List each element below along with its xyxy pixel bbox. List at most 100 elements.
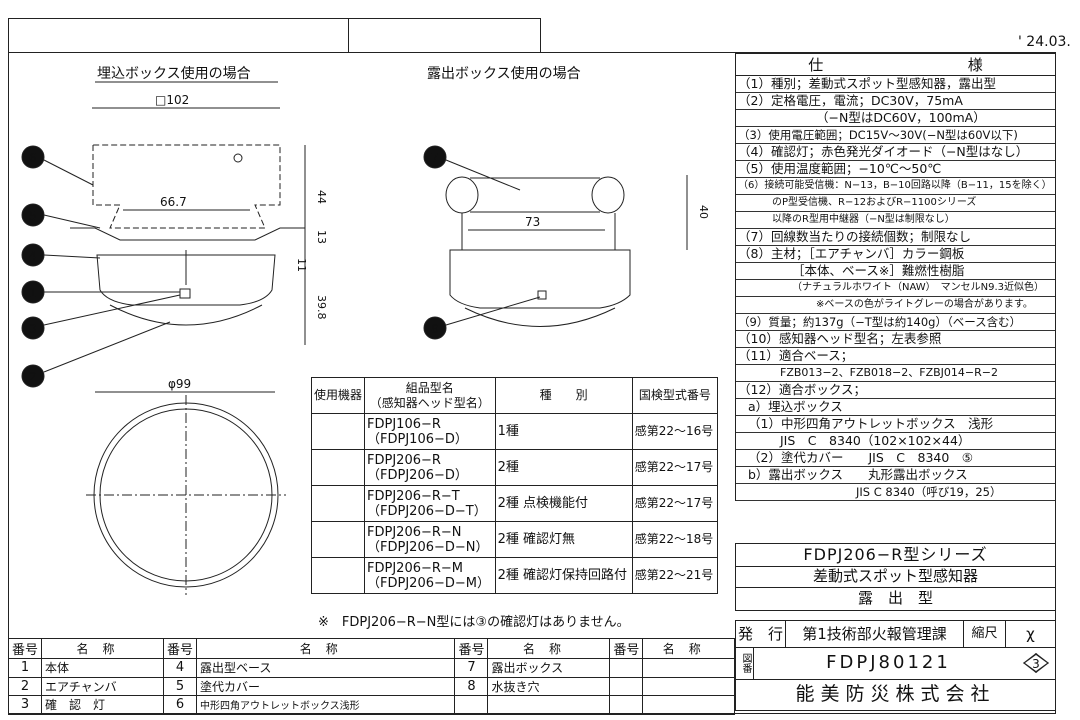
col-header: 番号 bbox=[162, 638, 197, 659]
model: FDPJ206−R（FDPJ206−D） bbox=[364, 449, 496, 486]
part-no: 1 bbox=[7, 658, 43, 678]
svg-text:13: 13 bbox=[315, 230, 328, 244]
top-strip-left bbox=[8, 18, 349, 53]
table-row: FDPJ206−R−T（FDPJ206−D−T）2種 点検機能付感第22～17号 bbox=[310, 485, 719, 522]
revision-date: ' 24.03. bbox=[1018, 34, 1071, 50]
svg-text:8: 8 bbox=[431, 322, 439, 336]
revision-number: 3 bbox=[1025, 655, 1047, 671]
spec-row: （6）接続可能受信機：N−13，B−10回路以降（B−11，15を除く） bbox=[736, 178, 1055, 195]
col-header: 番号 bbox=[609, 638, 644, 659]
table-row: FDPJ206−R−M（FDPJ206−D−M）2種 確認灯保持回路付感第22～… bbox=[310, 557, 719, 594]
device bbox=[310, 449, 366, 486]
col-header: 名称 bbox=[642, 638, 735, 659]
part-no: 7 bbox=[454, 658, 489, 678]
table-row: FDPJ206−R（FDPJ206−D）2種感第22～17号 bbox=[310, 449, 719, 486]
spec-row: のP型受信機、R−12およびR−1100シリーズ bbox=[736, 195, 1055, 212]
part-name bbox=[642, 695, 735, 715]
device bbox=[310, 485, 366, 522]
embedded-title: 埋込ボックス使用の場合 bbox=[97, 65, 251, 82]
svg-text:φ99: φ99 bbox=[168, 377, 191, 391]
svg-text:6: 6 bbox=[29, 151, 37, 165]
svg-text:66.7: 66.7 bbox=[160, 195, 187, 209]
top-strip-mid bbox=[348, 18, 541, 53]
col-header: 名称 bbox=[41, 638, 164, 659]
svg-text:7: 7 bbox=[431, 151, 439, 165]
spec-row: （7）回線数当たりの接続個数；制限なし bbox=[736, 229, 1055, 246]
spec-row: （ナチュラルホワイト（NAW） マンセルN9.3近似色） bbox=[736, 280, 1055, 297]
scale-label: 縮尺 bbox=[964, 621, 1006, 647]
cert: 感第22～21号 bbox=[631, 557, 719, 594]
svg-text:40: 40 bbox=[697, 205, 710, 219]
part-balloons: 6 5 4 1 3 2 7 8 bbox=[21, 145, 447, 388]
type: 2種 bbox=[494, 449, 633, 486]
cert: 感第22～18号 bbox=[631, 521, 719, 558]
type: 2種 点検機能付 bbox=[494, 485, 633, 522]
model: FDPJ106−R（FDPJ106−D） bbox=[364, 413, 496, 450]
part-no bbox=[609, 676, 644, 696]
drawing-no-label: 図番 bbox=[736, 647, 754, 679]
part-no: 4 bbox=[162, 658, 197, 678]
spec-row: （2）定格電圧，電流；DC30V，75mA bbox=[736, 93, 1055, 110]
col-header: 種 別 bbox=[494, 377, 633, 414]
spec-row: （5）使用温度範囲；−10℃～50℃ bbox=[736, 161, 1055, 178]
exposed-title: 露出ボックス使用の場合 bbox=[427, 65, 581, 82]
svg-text:44: 44 bbox=[315, 190, 328, 204]
variant-title: 露 出 型 bbox=[735, 587, 1056, 611]
drawing-no: FDPJ80121 bbox=[826, 652, 951, 673]
spec-row: （3）使用電圧範囲；DC15V～30V(−N型は60V以下) bbox=[736, 127, 1055, 144]
device bbox=[310, 413, 366, 450]
part-name: 確 認 灯 bbox=[41, 695, 164, 715]
series-title: FDPJ206−R型シリーズ bbox=[735, 543, 1056, 567]
revision-badge: 3 bbox=[1023, 653, 1049, 673]
cert: 感第22～16号 bbox=[631, 413, 719, 450]
part-name: 露出ボックス bbox=[487, 658, 611, 678]
col-header: 番号 bbox=[7, 638, 43, 659]
spec-row: （8）主材；［エアチャンバ］カラー鋼板 bbox=[736, 246, 1055, 263]
company-name: 能美防災株式会社 bbox=[735, 679, 1056, 711]
spec-row: ※ベースの色がライトグレーの場合があります。 bbox=[736, 297, 1055, 314]
spec-row: JIS C 8340（呼び19，25） bbox=[736, 484, 1055, 501]
part-no: 2 bbox=[7, 676, 43, 696]
col-header: 名称 bbox=[487, 638, 611, 659]
model-note: ※ FDPJ206−R−N型には③の確認灯はありません。 bbox=[318, 615, 630, 630]
part-name: 水抜き穴 bbox=[487, 676, 611, 696]
model: FDPJ206−R−M（FDPJ206−D−M） bbox=[364, 557, 496, 594]
col-header-line: （感知器ヘッド型名） bbox=[369, 395, 490, 410]
table-row: FDPJ206−R−N（FDPJ206−D−N）2種 確認灯無感第22～18号 bbox=[310, 521, 719, 558]
spec-row: 以降のR型用中継器（−N型は制限なし） bbox=[736, 212, 1055, 229]
product-title: 差動式スポット型感知器 bbox=[735, 566, 1056, 588]
type: 2種 確認灯保持回路付 bbox=[494, 557, 633, 594]
spec-row: JIS C 8340（102×102×44） bbox=[736, 433, 1055, 450]
table-row: FDPJ106−R（FDPJ106−D）1種感第22～16号 bbox=[310, 413, 719, 450]
spec-row: a）埋込ボックス bbox=[736, 399, 1055, 416]
spec-row: （10）感知器ヘッド型名；左表参照 bbox=[736, 331, 1055, 348]
issuer: 第1技術部火報管理課 bbox=[786, 621, 964, 647]
spec-row: ［本体、ベース※］難燃性樹脂 bbox=[736, 263, 1055, 280]
svg-text:□102: □102 bbox=[155, 93, 189, 107]
part-name: 塗代カバー bbox=[195, 676, 456, 696]
svg-text:11: 11 bbox=[295, 258, 308, 272]
spec-row: （1）種別；差動式スポット型感知器，露出型 bbox=[736, 76, 1055, 93]
part-no bbox=[454, 695, 489, 715]
col-header: 使用機器 bbox=[310, 377, 366, 414]
part-no bbox=[609, 695, 644, 715]
device bbox=[310, 521, 366, 558]
part-name: エアチャンバ bbox=[41, 676, 164, 696]
spec-row: （4）確認灯；赤色発光ダイオード（−N型はなし） bbox=[736, 144, 1055, 161]
spec-row: （−N型はDC60V，100mA） bbox=[736, 110, 1055, 127]
part-no bbox=[609, 658, 644, 678]
model: FDPJ206−R−N（FDPJ206−D−N） bbox=[364, 521, 496, 558]
spec-row: （11）適合ベース； bbox=[736, 348, 1055, 365]
spec-row: b）露出ボックス 丸形露出ボックス bbox=[736, 467, 1055, 484]
part-no: 8 bbox=[454, 676, 489, 696]
svg-text:39.8: 39.8 bbox=[315, 295, 328, 320]
part-name: 中形四角アウトレットボックス浅形 bbox=[195, 695, 456, 715]
part-name bbox=[642, 658, 735, 678]
spec-row: FZB013−2、FZB018−2、FZBJ014−R−2 bbox=[736, 365, 1055, 382]
issue-label: 発 行 bbox=[736, 621, 786, 647]
col-header: 名称 bbox=[195, 638, 456, 659]
spec-title: 様 bbox=[967, 56, 983, 74]
